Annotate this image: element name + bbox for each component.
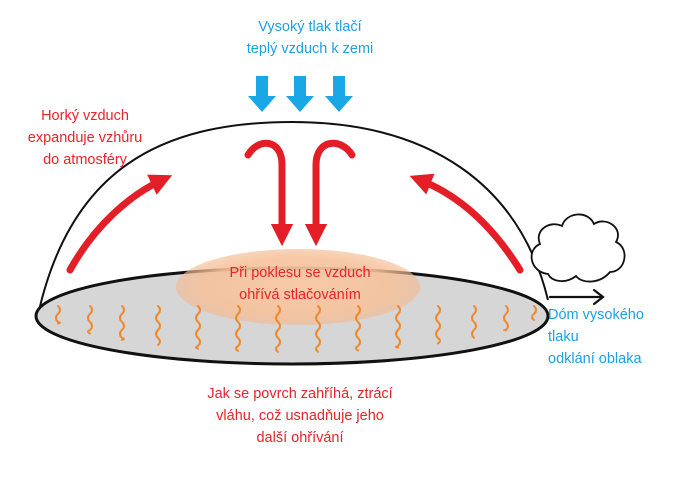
label-line: tlaku xyxy=(548,329,579,345)
up-arrow-icon xyxy=(66,173,524,274)
heat-wave-line xyxy=(531,305,537,321)
heat-wave-icon xyxy=(55,305,537,353)
high-pressure-label: Vysoký tlak tlačí teplý vzduch k zemi xyxy=(210,16,410,60)
label-line: teplý vzduch k zemi xyxy=(246,41,374,57)
heat-wave-line xyxy=(471,305,477,339)
label-line: vláhu, což usnadňuje jeho xyxy=(216,408,384,424)
heat-wave-line xyxy=(503,305,509,332)
heat-wave-line xyxy=(315,305,321,353)
heat-wave-line xyxy=(395,305,401,349)
label-line: Dóm vysokého xyxy=(548,307,644,323)
label-line: ohřívá stlačováním xyxy=(239,287,361,303)
label-line: Při poklesu se vzduch xyxy=(229,265,371,281)
down-arrow-icon xyxy=(248,76,353,112)
dome-cloud-label: Dóm vysokého tlaku odklání oblaka xyxy=(548,304,668,370)
dome-outline xyxy=(37,120,549,316)
heat-wave-line xyxy=(155,305,161,346)
label-line: Horký vzduch xyxy=(41,108,129,124)
label-line: do atmosféry xyxy=(43,152,127,168)
surface-heating-label: Jak se povrch zahříhá, ztrácí vláhu, což… xyxy=(180,383,420,449)
heat-wave-line xyxy=(87,305,93,335)
label-line: Vysoký tlak tlačí xyxy=(258,19,362,35)
sinking-air-arrow xyxy=(244,139,356,247)
heat-wave-line xyxy=(355,305,361,352)
label-line: expanduje vzhůru xyxy=(27,130,143,146)
heat-wave-line xyxy=(195,305,201,350)
heat-wave-line xyxy=(275,305,281,353)
label-line: odklání oblaka xyxy=(548,351,642,367)
label-line: Jak se povrch zahříhá, ztrácí xyxy=(207,386,393,402)
heat-wave-line xyxy=(435,305,441,345)
right-arrow-icon xyxy=(548,288,605,306)
heat-wave-line xyxy=(55,305,61,325)
hot-air-label: Horký vzduch expanduje vzhůru do atmosfé… xyxy=(0,105,170,171)
heat-wave-line xyxy=(119,305,125,341)
label-line: další ohřívání xyxy=(256,430,344,446)
compression-label: Při poklesu se vzduch ohřívá stlačováním xyxy=(180,262,420,306)
heat-wave-line xyxy=(235,305,241,352)
cloud-icon xyxy=(530,213,626,283)
